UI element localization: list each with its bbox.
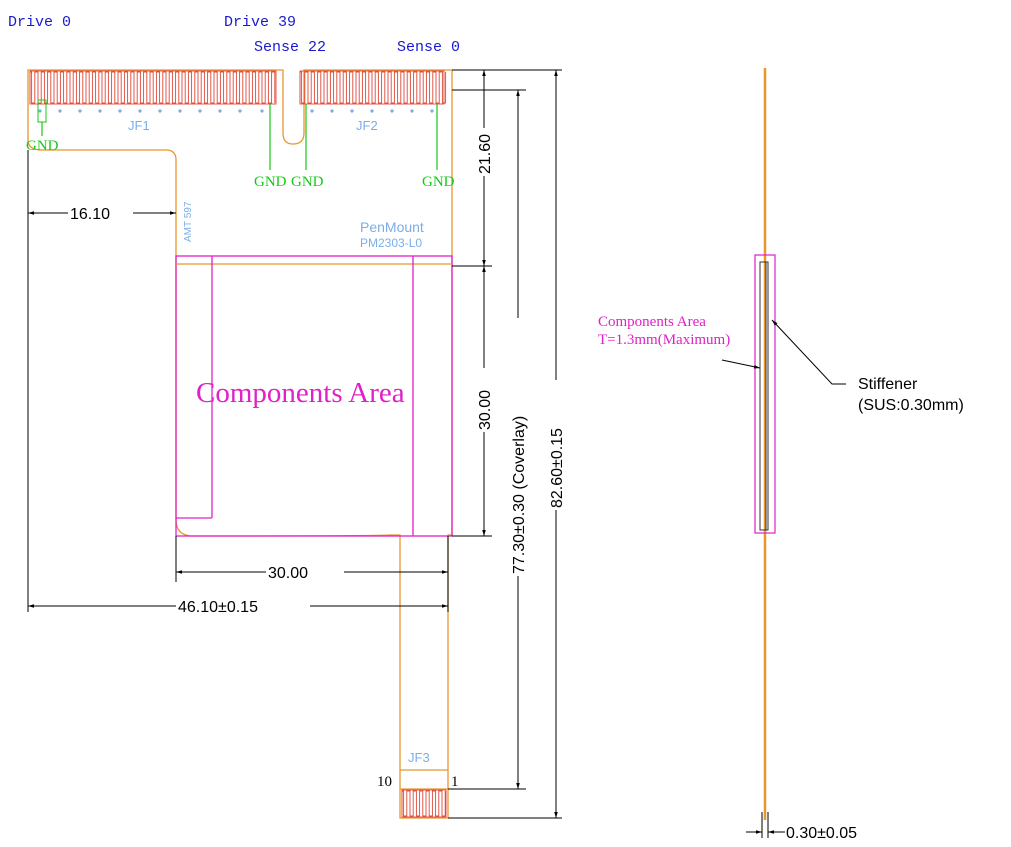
fpc-outline [27, 69, 453, 819]
pad-dot [58, 109, 62, 113]
dim-46-10: 46.10±0.15 [178, 599, 258, 616]
pad-dot [118, 109, 122, 113]
dim-30-00-h: 30.00 [268, 565, 308, 582]
pad-dot [390, 109, 394, 113]
dimension-lines [27, 69, 562, 819]
trace-serpentine [29, 71, 276, 104]
trace-serpentine [299, 71, 447, 104]
dim-30-00-v: 30.00 [477, 390, 494, 430]
gnd-leaders [41, 104, 438, 170]
pad-dot [98, 109, 102, 113]
gnd-label-2: GND [291, 174, 324, 190]
trace-outline [29, 70, 277, 105]
jf2-label: JF2 [356, 118, 378, 133]
components-area-label: Components Area [196, 377, 405, 409]
model-label: PM2303-L0 [360, 236, 422, 250]
sense-22-label: Sense 22 [254, 39, 326, 56]
trace-outline [401, 789, 447, 818]
trace-serpentine [401, 790, 446, 817]
drive-39-label: Drive 39 [224, 14, 296, 31]
pad-dot [158, 109, 162, 113]
pin-10-label: 10 [377, 774, 392, 790]
dim-21-60: 21.60 [477, 134, 494, 174]
amt-label: AMT 597 [183, 201, 194, 242]
drive-0-label: Drive 0 [8, 14, 71, 31]
brand-label: PenMount [360, 219, 424, 235]
jf2-trace-comb [299, 70, 447, 105]
pad-dot [238, 109, 242, 113]
jf1-label: JF1 [128, 118, 150, 133]
pad-dot [260, 109, 264, 113]
pad-dot [350, 109, 354, 113]
pad-dot [198, 109, 202, 113]
jf1-trace-comb [29, 70, 277, 105]
pad-dot [330, 109, 334, 113]
dim-16-10: 16.10 [70, 206, 110, 223]
pad-dot [370, 109, 374, 113]
stiffener-spec-label: (SUS:0.30mm) [858, 397, 964, 414]
stiffener-label: Stiffener [858, 376, 918, 393]
side-view [721, 68, 846, 838]
pad-dots [38, 109, 434, 113]
gnd-label-3: GND [422, 174, 455, 190]
gnd-label-left: GND [26, 138, 59, 154]
pad-dot [78, 109, 82, 113]
pad-dot [430, 109, 434, 113]
side-thickness-label: T=1.3mm(Maximum) [598, 332, 730, 348]
dim-77-30: 77.30±0.30 (Coverlay) [511, 416, 528, 574]
pad-dot [410, 109, 414, 113]
trace-outline [299, 70, 445, 105]
sense-0-label: Sense 0 [397, 39, 460, 56]
gnd-label-1: GND [254, 174, 287, 190]
pad-dot [310, 109, 314, 113]
pad-dot [138, 109, 142, 113]
jf3-label: JF3 [408, 750, 430, 765]
jf3-trace-comb [401, 789, 447, 818]
components-area-box [175, 255, 453, 537]
pad-dot [38, 109, 42, 113]
dim-0-30: 0.30±0.05 [786, 825, 857, 842]
pad-dot [218, 109, 222, 113]
pad-dot [178, 109, 182, 113]
dim-82-60: 82.60±0.15 [549, 428, 566, 508]
side-components-label: Components Area [598, 314, 706, 330]
pin-1-label: 1 [451, 774, 459, 790]
